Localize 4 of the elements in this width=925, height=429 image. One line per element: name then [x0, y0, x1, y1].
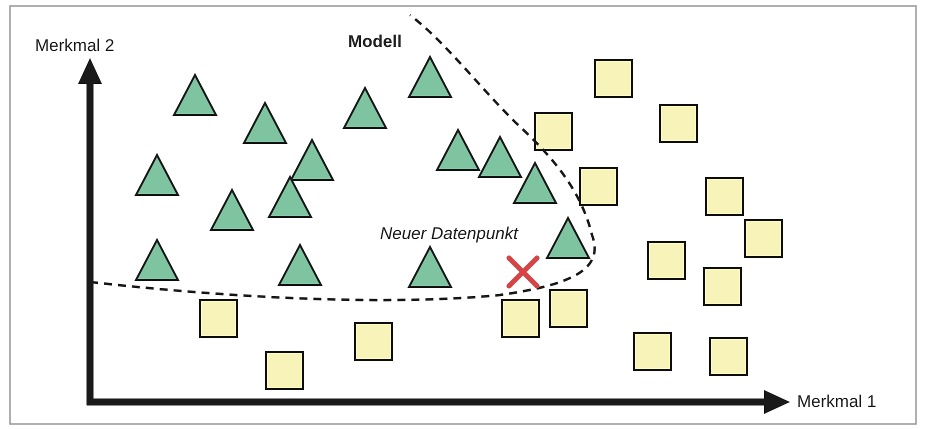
axis-label: Merkmal 2 — [35, 36, 114, 56]
curve-label: Modell — [348, 32, 402, 52]
point-label: Neuer Datenpunkt — [380, 224, 518, 244]
axis-label: Merkmal 1 — [797, 392, 876, 412]
